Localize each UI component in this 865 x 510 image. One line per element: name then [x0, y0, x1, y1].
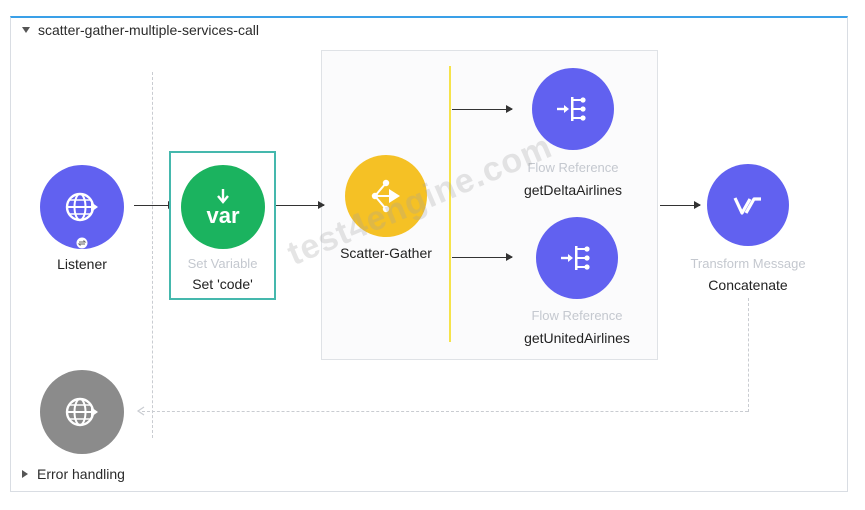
error-source-node[interactable]	[40, 370, 124, 454]
scatter-gather-node[interactable]	[345, 155, 427, 237]
globe-arrow-icon	[65, 192, 98, 222]
source-divider-line	[152, 72, 153, 438]
error-handling-toggle[interactable]: Error handling	[22, 466, 125, 482]
set-variable-node[interactable]: var	[181, 165, 265, 249]
flow-reference-united-type: Flow Reference	[531, 308, 623, 323]
globe-arrow-icon	[65, 397, 98, 427]
flow-reference-united-node[interactable]	[536, 217, 618, 299]
dataweave-icon	[733, 197, 761, 215]
flow-reference-delta-name: getDeltaAirlines	[523, 182, 623, 198]
expand-triangle-icon	[22, 470, 28, 478]
flow-title-toggle[interactable]: scatter-gather-multiple-services-call	[22, 22, 259, 38]
set-variable-type-label: Set Variable	[187, 256, 258, 271]
flow-reference-icon	[561, 246, 590, 270]
return-path-horizontal	[142, 411, 748, 412]
listener-label: Listener	[57, 256, 107, 272]
return-arrow-head-icon	[136, 406, 145, 416]
arrow-down-icon	[217, 188, 229, 204]
route-arrow-2	[452, 253, 513, 261]
flow-arrow	[276, 201, 325, 209]
set-variable-name-label: Set 'code'	[192, 276, 253, 292]
flow-arrow	[134, 201, 175, 209]
transform-message-node[interactable]	[707, 164, 789, 246]
route-arrow-1	[452, 105, 513, 113]
collapse-triangle-icon	[22, 27, 30, 33]
scatter-gather-label: Scatter-Gather	[340, 245, 432, 261]
error-handling-label: Error handling	[37, 466, 125, 482]
flow-reference-united-name: getUnitedAirlines	[524, 330, 630, 346]
var-icon-text: var	[206, 202, 240, 228]
transform-name-label: Concatenate	[708, 277, 788, 293]
flow-reference-delta-type: Flow Reference	[527, 160, 619, 175]
flow-arrow	[660, 201, 701, 209]
scatter-gather-icon	[371, 179, 400, 213]
source-sync-icon	[76, 237, 88, 249]
scatter-gather-divider	[449, 66, 451, 342]
flow-reference-delta-node[interactable]	[532, 68, 614, 150]
return-path-vertical	[748, 298, 749, 412]
flow-title: scatter-gather-multiple-services-call	[38, 22, 259, 38]
flow-reference-icon	[557, 97, 586, 121]
listener-node[interactable]	[40, 165, 124, 249]
transform-type-label: Transform Message	[690, 256, 806, 271]
